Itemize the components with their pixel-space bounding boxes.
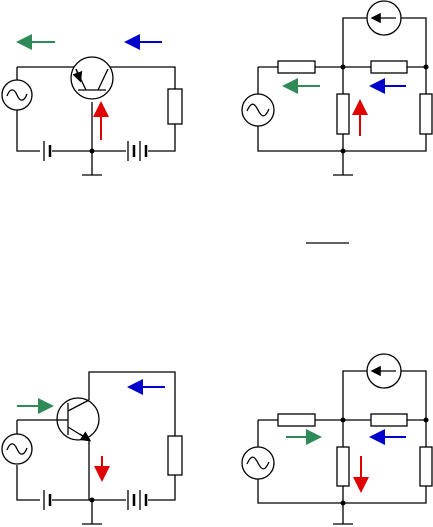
junction-dot: [423, 417, 429, 423]
load-resistor: [167, 435, 183, 476]
battery-left: [43, 490, 52, 510]
junction-dot: [340, 64, 346, 70]
ac-source: [1, 79, 33, 111]
resistor-shunt-middle: [336, 446, 350, 487]
resistor-shunt-middle: [336, 93, 350, 135]
current-source: [366, 0, 402, 36]
junction-dot: [340, 500, 346, 506]
resistor-shunt-right: [419, 93, 433, 135]
junction-dot: [89, 148, 95, 154]
circuit-top-right: [241, 0, 433, 176]
circuit-top-left: [1, 34, 183, 176]
resistor-series-left: [277, 413, 316, 427]
resistor-series-right: [370, 413, 408, 427]
junction-dot: [340, 148, 346, 154]
load-resistor: [167, 88, 183, 125]
junction-dot: [340, 417, 346, 423]
transistor-pnp: [70, 56, 114, 100]
battery-right: [127, 141, 148, 161]
battery-left: [43, 141, 52, 161]
ac-source: [241, 93, 275, 127]
ac-source: [1, 433, 33, 465]
circuit-bottom-right: [241, 353, 433, 525]
resistor-series-left: [277, 60, 316, 74]
junction-dot: [89, 497, 95, 503]
current-source: [366, 353, 402, 389]
transistor-npn: [56, 397, 100, 442]
ac-source: [241, 446, 275, 480]
junction-dot: [423, 64, 429, 70]
resistor-series-right: [370, 60, 408, 74]
circuit-bottom-left: [1, 371, 183, 525]
battery-right: [127, 490, 148, 510]
resistor-shunt-right: [419, 446, 433, 487]
